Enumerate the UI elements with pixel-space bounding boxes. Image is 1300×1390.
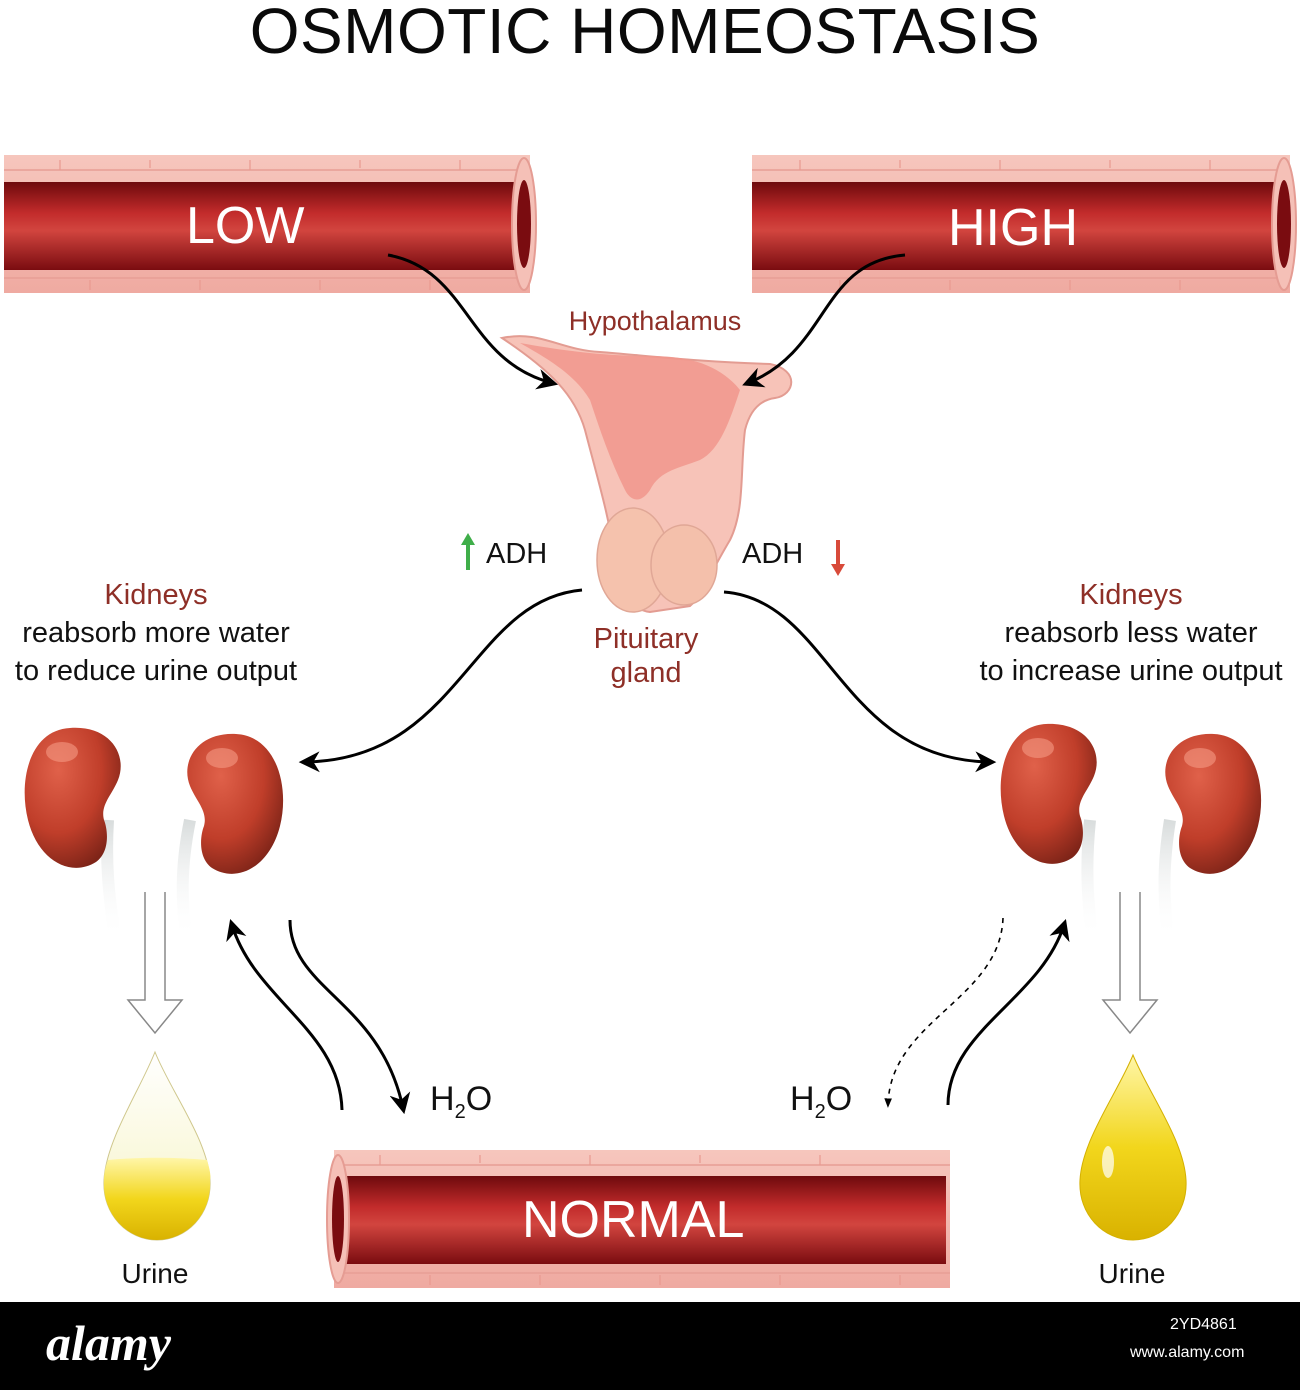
- left-kidneys: [24, 727, 284, 941]
- diagram-graphics: [4, 155, 1297, 1288]
- arrow-adh-to-left-kidneys: [298, 588, 583, 773]
- left-kidneys-caption: Kidneys reabsorb more water to reduce ur…: [0, 576, 312, 690]
- urine-label-right: Urine: [1098, 1258, 1166, 1289]
- normal-vessel: [326, 1150, 950, 1288]
- hypothalamus-label: Hypothalamus: [568, 306, 742, 336]
- right-kidneys-line1: reabsorb less water: [1004, 617, 1258, 649]
- left-kidneys-title: Kidneys: [104, 579, 208, 611]
- pituitary-label-line1: Pituitary: [593, 623, 699, 655]
- left-kidneys-line1: reabsorb more water: [22, 617, 290, 649]
- image-id: 2YD4861: [1170, 1316, 1237, 1333]
- arrow-up-icon: [461, 533, 475, 570]
- arrow-low-to-hypothalamus: [387, 253, 559, 390]
- arrow-right-kidneys-to-water: [884, 917, 1004, 1108]
- high-label: HIGH: [948, 199, 1078, 257]
- right-kidneys: [1000, 723, 1262, 941]
- arrow-left-kidneys-to-water: [288, 919, 411, 1115]
- arrow-normal-to-left-kidneys: [226, 918, 344, 1111]
- high-vessel: [752, 155, 1297, 293]
- adh-increase-label: ADH: [486, 538, 548, 570]
- pituitary-label-line2: gland: [610, 657, 682, 689]
- water-label-right: H2O: [790, 1080, 853, 1123]
- left-urine-drop: [103, 1050, 211, 1241]
- site-url: www.alamy.com: [1130, 1344, 1245, 1361]
- right-urine-flow-arrow: [1101, 892, 1159, 1035]
- right-kidneys-title: Kidneys: [1079, 579, 1183, 611]
- alamy-logo: alamy: [46, 1315, 171, 1371]
- right-kidneys-line2: to increase urine output: [979, 655, 1283, 687]
- left-kidneys-line2: to reduce urine output: [14, 655, 298, 687]
- pituitary-label: Pituitary gland: [556, 622, 736, 690]
- low-label: LOW: [186, 197, 305, 255]
- left-urine-flow-arrow: [126, 892, 184, 1035]
- arrow-down-icon: [831, 540, 845, 576]
- water-label-left: H2O: [430, 1080, 493, 1123]
- arrow-adh-to-right-kidneys: [723, 590, 997, 773]
- arrow-high-to-hypothalamus: [742, 253, 906, 388]
- hypothalamus-shape: [499, 335, 793, 614]
- right-urine-drop: [1079, 1053, 1187, 1241]
- low-vessel: [4, 155, 537, 293]
- right-kidneys-caption: Kidneys reabsorb less water to increase …: [962, 576, 1300, 690]
- arrow-normal-to-right-kidneys: [946, 919, 1070, 1106]
- page-title: OSMOTIC HOMEOSTASIS: [249, 0, 1041, 67]
- urine-label-left: Urine: [121, 1258, 189, 1289]
- watermark-footer: alamy 2YD4861 www.alamy.com: [0, 1302, 1300, 1390]
- adh-decrease-label: ADH: [742, 538, 804, 570]
- normal-label: NORMAL: [522, 1191, 745, 1249]
